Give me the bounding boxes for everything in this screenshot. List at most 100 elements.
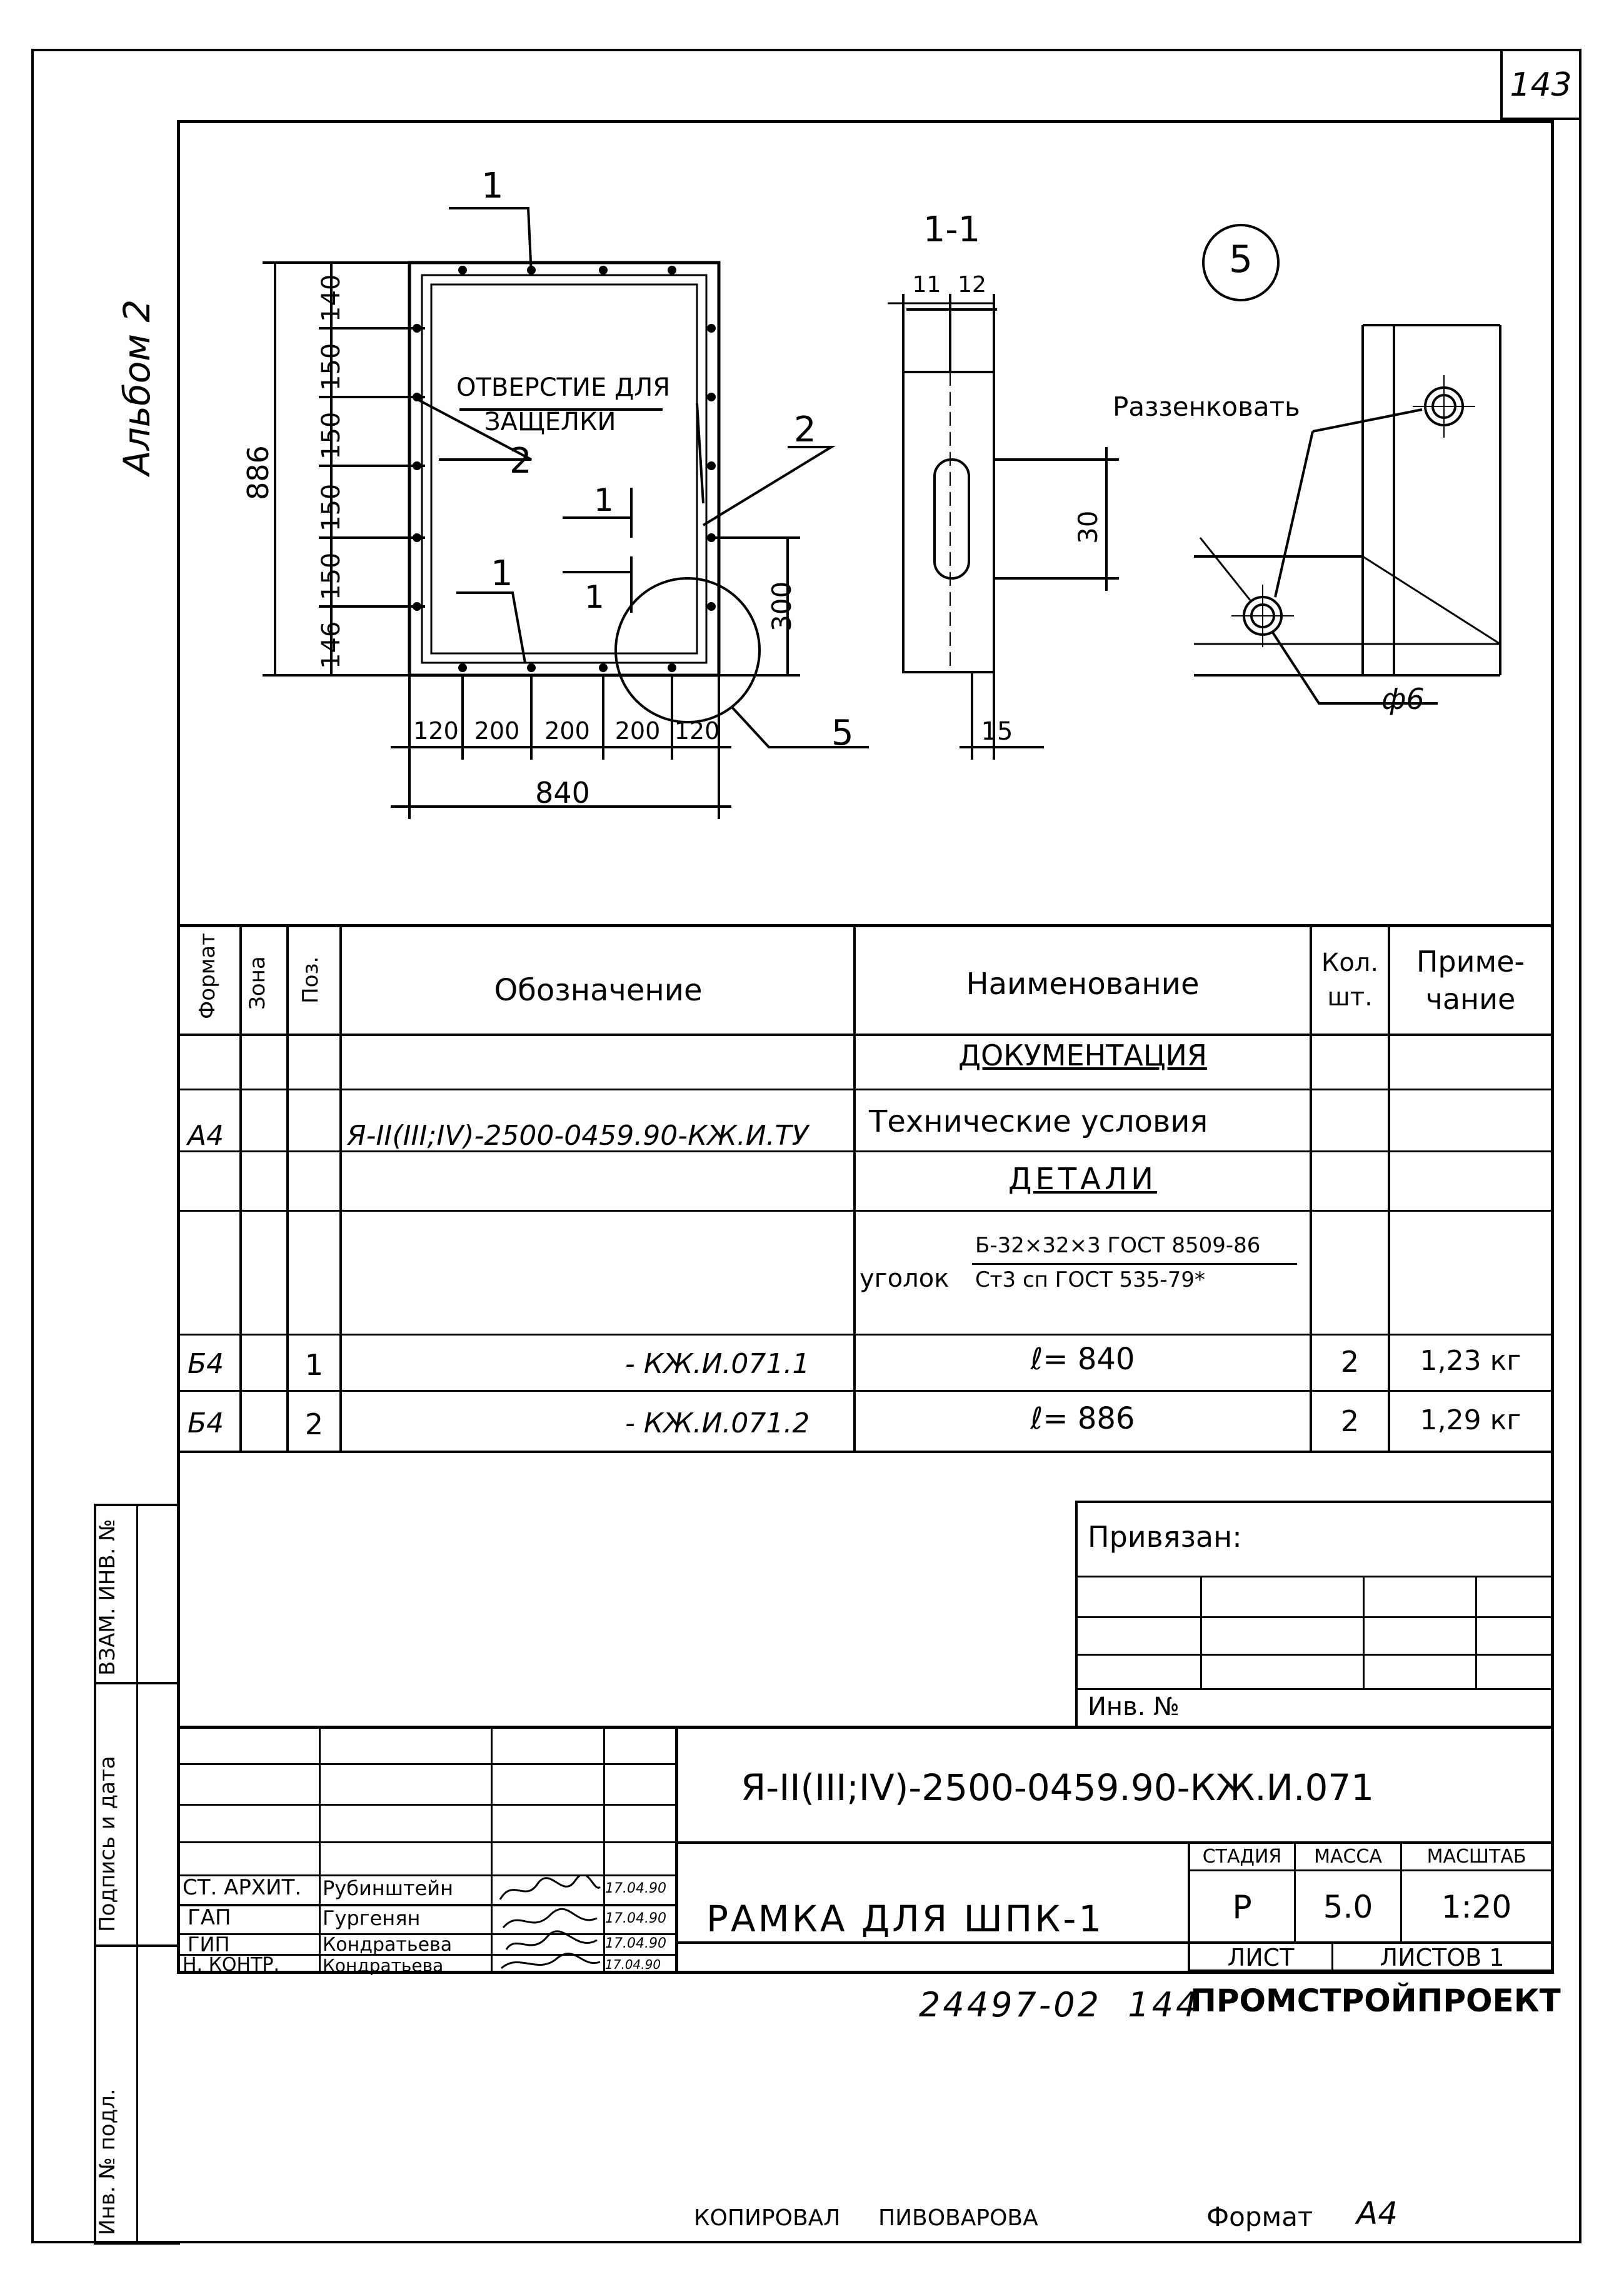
spec-row-3-pos: 2 — [304, 1407, 324, 1441]
signatures — [499, 1874, 601, 1970]
date-2: 17.04.90 — [605, 1911, 666, 1926]
scale-label: Масштаб — [1426, 1846, 1526, 1868]
spec-row-3-name: ℓ= 886 — [1030, 1401, 1135, 1436]
album-label: Альбом 2 — [116, 299, 158, 475]
spec-header-name: Наименование — [966, 967, 1200, 1002]
spec-section-parts: Детали — [1008, 1162, 1157, 1197]
title-code: Я-II(III;IV)-2500-0459.90-КЖ.И.071 — [741, 1766, 1375, 1809]
title-name: Рамка для ШПК-1 — [706, 1898, 1105, 1940]
tied-label: Привязан: — [1088, 1520, 1242, 1554]
section-dim-11: 11 — [912, 272, 941, 298]
page-number: 143 — [1510, 66, 1572, 104]
copied-name: Пивоварова — [878, 2205, 1038, 2231]
title-block — [180, 1726, 1551, 1974]
date-3: 17.04.90 — [605, 1936, 666, 1951]
dim-h-200-3: 200 — [614, 717, 661, 745]
role-3: ГИП — [188, 1933, 230, 1956]
date-1: 17.04.90 — [605, 1881, 666, 1896]
frame-inner-2 — [430, 283, 698, 655]
spec-header-qty-1: Кол. — [1321, 948, 1379, 977]
pos-1-top: 1 — [481, 166, 504, 206]
spec-header-format: Формат — [195, 933, 220, 1019]
hole-diameter-label: ф6 — [1381, 682, 1425, 716]
format-value: А4 — [1356, 2195, 1398, 2231]
hole-label-line1: отверстие для — [456, 373, 671, 402]
cut-label-upper: 1 — [594, 482, 614, 518]
mass-value: 5.0 — [1323, 1889, 1373, 1925]
spec-row-2-format: Б4 — [188, 1348, 224, 1380]
leader-2-left — [418, 399, 532, 461]
leader-2-right — [702, 446, 836, 526]
stage-value: Р — [1232, 1889, 1252, 1926]
spec-row-1-designation: Я-II(III;IV)-2500-0459.90-КЖ.И.ТУ — [347, 1120, 809, 1152]
spec-header-pos: Поз. — [298, 956, 323, 1004]
spec-row-2-pos: 1 — [304, 1348, 324, 1382]
spec-header-note-2: чание — [1425, 982, 1516, 1016]
dim-h-120-r: 120 — [674, 717, 720, 745]
bottom-number: 24497-02 144 — [919, 1985, 1200, 2025]
role-2: ГАП — [188, 1905, 231, 1930]
detail-number-circle — [1202, 224, 1280, 301]
cut-label-lower: 1 — [584, 579, 604, 615]
drawing-area — [263, 207, 1501, 819]
frame-outline — [408, 261, 721, 677]
pos-2-left: 2 — [509, 441, 532, 481]
spec-header-zone: Зона — [245, 956, 270, 1010]
dim-v-146: 146 — [317, 621, 346, 669]
section-dim-15: 15 — [981, 717, 1013, 746]
frame-inner — [421, 274, 708, 664]
scale-value: 1:20 — [1441, 1889, 1512, 1925]
section-slot — [933, 458, 970, 580]
side-inv-orig: Инв. № подл. — [95, 2088, 120, 2235]
dim-300: 300 — [766, 581, 797, 631]
dim-v-150-2: 150 — [317, 411, 346, 460]
mass-label: Масса — [1314, 1846, 1382, 1868]
detail-angle-outline — [1194, 325, 1364, 677]
spec-table — [180, 924, 1551, 1456]
tied-block — [1075, 1501, 1551, 1726]
spec-row-2-note: 1,23 кг — [1420, 1345, 1521, 1377]
name-2: Гургенян — [323, 1906, 421, 1930]
pos-2-right: 2 — [794, 410, 816, 450]
section-dim-12: 12 — [958, 272, 986, 298]
inner-frame — [177, 120, 1554, 1974]
format-label: Формат — [1206, 2201, 1313, 2232]
dim-v-140: 140 — [317, 274, 346, 322]
spec-angle-bottom: Ст3 сп ГОСТ 535-79* — [975, 1267, 1205, 1292]
detail-callout-circle — [614, 577, 761, 723]
detail-callout-label: 5 — [831, 713, 854, 753]
spec-row-1-format: А4 — [188, 1120, 224, 1152]
spec-section-docs: Документация — [958, 1039, 1207, 1072]
leader-1-top — [449, 207, 533, 276]
spec-row-3-qty: 2 — [1340, 1404, 1360, 1438]
section-dim-30: 30 — [1073, 510, 1103, 544]
dim-h-120-l: 120 — [413, 717, 459, 745]
tied-inv: Инв. № — [1088, 1693, 1180, 1721]
page-number-box — [1500, 49, 1581, 120]
spec-row-2-qty: 2 — [1340, 1345, 1360, 1379]
spec-row-1-name: Технические условия — [869, 1104, 1208, 1139]
detail-number: 5 — [1228, 238, 1253, 281]
spec-header-designation: Обозначение — [494, 973, 703, 1008]
side-sign-date: Подпись и дата — [95, 1756, 120, 1932]
spec-row-3-format: Б4 — [188, 1407, 224, 1439]
countersink-label: Раззенковать — [1113, 391, 1300, 422]
name-4: Кондратьева — [323, 1955, 444, 1976]
sheet-label: Лист — [1227, 1944, 1295, 1971]
side-vzam: Взам. инв. № — [95, 1519, 120, 1676]
stage-label: Стадия — [1202, 1846, 1282, 1868]
spec-angle-label: уголок — [860, 1264, 950, 1293]
spec-header-note-1: Приме- — [1416, 945, 1525, 978]
date-4: 17.04.90 — [605, 1957, 661, 1972]
section-title: 1-1 — [923, 209, 981, 250]
role-1: Ст. архит. — [183, 1875, 302, 1900]
spec-row-3-note: 1,29 кг — [1420, 1404, 1521, 1436]
leader-1-bottom — [456, 591, 526, 663]
dim-height: 886 — [241, 445, 275, 500]
role-4: Н. контр. — [183, 1954, 280, 1976]
section-body — [902, 371, 995, 673]
org-name: ПРОМСТРОЙПРОЕКТ — [1190, 1983, 1561, 2019]
hole-label-line2: защелки — [484, 408, 616, 436]
copied-label: Копировал — [694, 2205, 841, 2231]
dim-width: 840 — [535, 776, 590, 810]
